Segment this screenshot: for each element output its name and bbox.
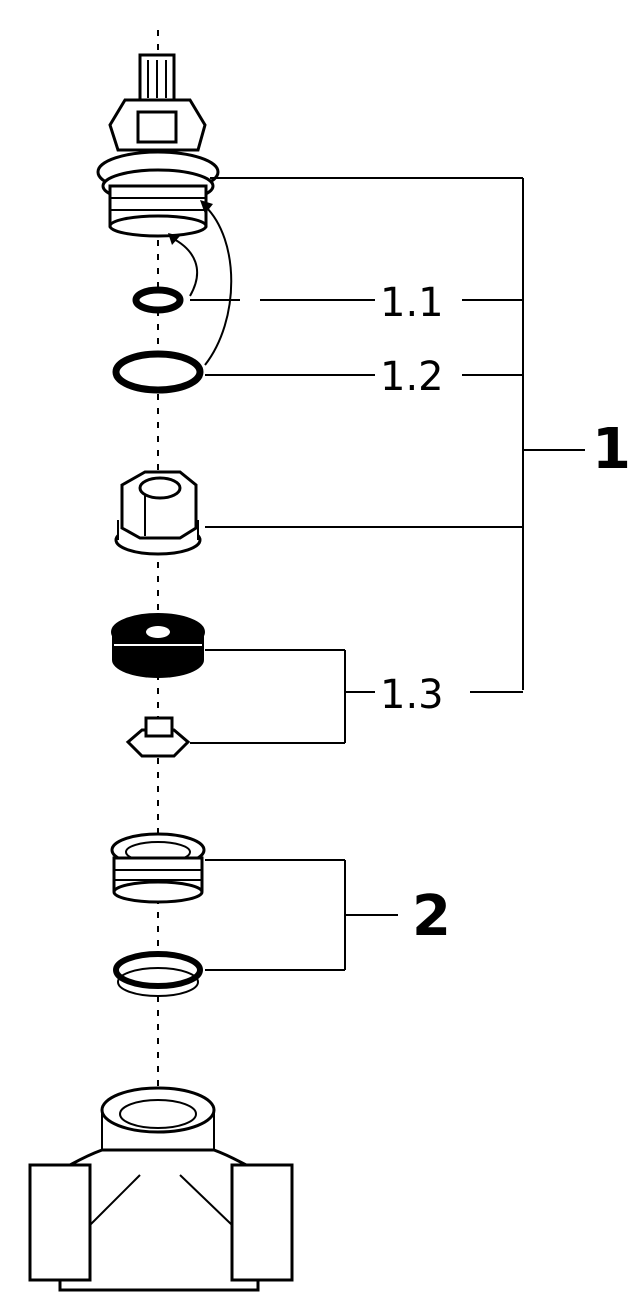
- callout-label-1-3: 1.3: [380, 672, 444, 718]
- headpart-cartridge: [96, 53, 220, 238]
- arrow-head-1-2: [200, 200, 213, 214]
- valve-body: [28, 1086, 294, 1292]
- spindle-nut: [114, 470, 202, 556]
- hex-screw: [125, 716, 191, 758]
- part-1-1-washer: [132, 286, 184, 314]
- seal-disc: [111, 613, 205, 678]
- assembly-arrow-1-2: [204, 205, 233, 366]
- assembly-arrow-1-1: [171, 237, 199, 297]
- valve-seat: [110, 832, 206, 904]
- callout-label-1: 1: [592, 417, 631, 482]
- part-1-2-o-ring: [112, 350, 204, 394]
- seat-ring: [113, 951, 203, 997]
- callout-label-2: 2: [412, 884, 451, 949]
- callout-label-1-1: 1.1: [380, 280, 444, 326]
- arrow-head-1-1: [168, 233, 180, 245]
- leader-lines: [190, 177, 585, 971]
- callout-label-1-2: 1.2: [380, 354, 444, 400]
